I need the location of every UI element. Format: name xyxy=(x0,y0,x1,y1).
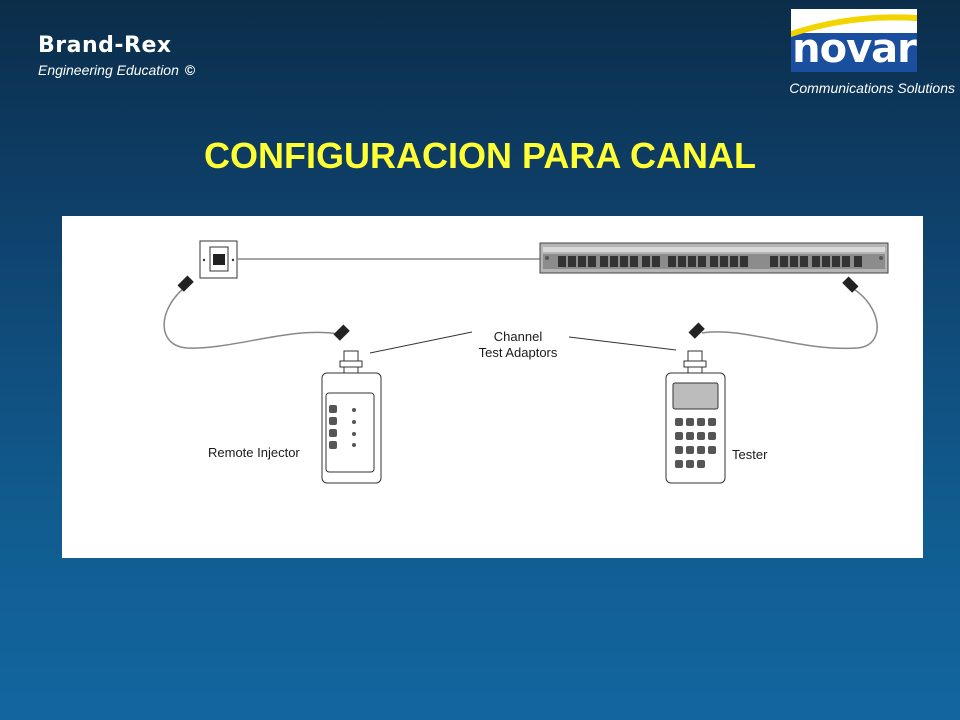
remote-injector xyxy=(321,350,382,484)
brand-subtitle-text: Engineering Education xyxy=(38,62,179,78)
right-patch-cord xyxy=(688,276,878,350)
left-patch-cord xyxy=(163,275,350,349)
tester-device xyxy=(665,350,726,484)
brand-subtitle: Engineering Education © xyxy=(38,62,195,78)
logo-text: novar xyxy=(792,26,917,72)
patch-panel xyxy=(539,242,889,274)
novar-logo: novar xyxy=(791,9,917,72)
slide-title: CONFIGURACION PARA CANAL xyxy=(204,135,756,176)
wall-outlet xyxy=(199,240,238,279)
channel-label-line1: Channel xyxy=(493,329,543,344)
copyright-symbol: © xyxy=(184,62,196,78)
adaptor-pointer-right xyxy=(568,336,677,351)
channel-diagram xyxy=(163,240,889,484)
tagline: Communications Solutions xyxy=(789,80,955,96)
channel-label-line2: Test Adaptors xyxy=(478,345,558,360)
diagram-panel: Channel Test Adaptors Remote Injector Te… xyxy=(62,216,923,558)
remote-injector-label: Remote Injector xyxy=(208,445,300,460)
logo-swoosh xyxy=(791,14,917,37)
brand-name: Brand-Rex xyxy=(38,33,172,58)
channel-adaptors-label: Channel Test Adaptors xyxy=(448,329,588,361)
adaptor-pointer-left xyxy=(369,331,473,354)
tester-label: Tester xyxy=(732,447,768,462)
